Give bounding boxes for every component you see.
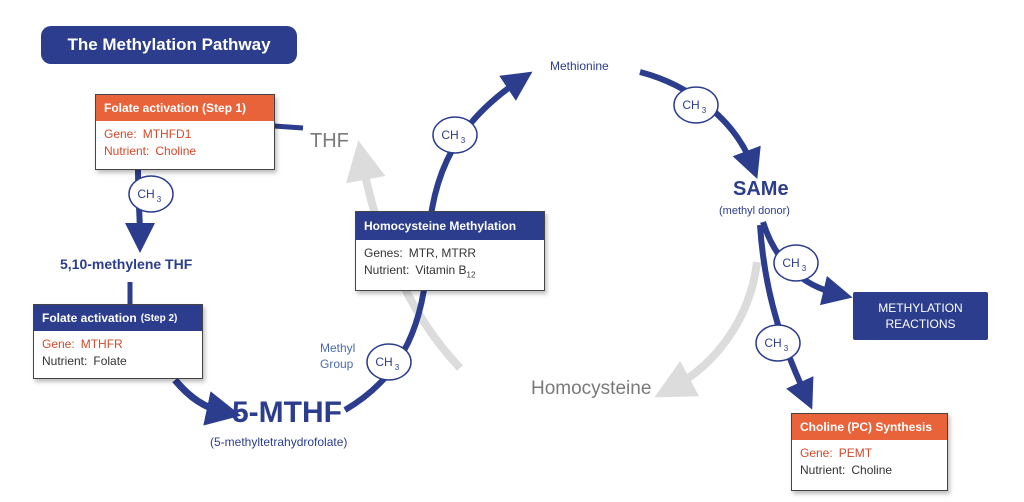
- nutrient-value-main: Vitamin B: [415, 263, 467, 277]
- nutrient-label: Nutrient:: [800, 463, 846, 477]
- methyl-group-label-line1: Methyl: [320, 341, 356, 355]
- methylene-thf-label: 5,10-methylene THF: [60, 256, 193, 272]
- svg-text:3: 3: [157, 195, 162, 204]
- nutrient-label: Nutrient:: [364, 263, 410, 277]
- nutrient-label: Nutrient:: [104, 144, 150, 158]
- gene-label: Gene:: [800, 446, 833, 460]
- svg-text:3: 3: [784, 344, 789, 353]
- ch3-bubble-methyl-group: CH 3: [366, 343, 412, 381]
- choline-synthesis-box: Choline (PC) Synthesis Gene: PEMT Nutrien…: [791, 413, 948, 491]
- folate-step2-header-main: Folate activation: [42, 311, 137, 325]
- same-to-homocysteine-arrow: [654, 261, 761, 398]
- svg-text:3: 3: [702, 106, 707, 115]
- svg-text:CH: CH: [782, 256, 799, 270]
- svg-text:3: 3: [802, 264, 807, 273]
- genes-value: MTR, MTRR: [408, 246, 477, 260]
- choline-synthesis-header: Choline (PC) Synthesis: [792, 414, 947, 440]
- same-sub-label: (methyl donor): [719, 205, 790, 217]
- svg-text:CH: CH: [764, 336, 781, 350]
- nutrient-label: Nutrient:: [42, 354, 88, 368]
- methionine-label: Methionine: [550, 59, 609, 73]
- ch3-bubble-same: CH 3: [673, 86, 719, 124]
- homocysteine-methylation-box: Homocysteine Methylation Genes: MTR, MTRR…: [355, 211, 545, 291]
- folate-step2-header: Folate activation (Step 2): [34, 305, 202, 331]
- nutrient-value: Folate: [93, 354, 127, 368]
- ch3-bubble-step1: CH 3: [128, 175, 174, 213]
- nutrient-value: Choline: [851, 463, 893, 477]
- methylation-reactions-box: METHYLATION REACTIONS: [853, 292, 988, 340]
- thf-label: THF: [310, 130, 349, 152]
- homocysteine-methylation-header: Homocysteine Methylation: [356, 212, 544, 240]
- gene-value: MTHFD1: [142, 127, 192, 141]
- 5mthf-full-label: (5-methyltetrahydrofolate): [210, 435, 348, 449]
- gene-label: Gene:: [42, 337, 75, 351]
- same-label: SAMe: [733, 178, 789, 200]
- folate-step1-box: Folate activation (Step 1) Gene: MTHFD1 N…: [95, 94, 275, 170]
- homocysteine-label: Homocysteine: [531, 378, 652, 399]
- ch3-bubble-methionine: CH 3: [432, 116, 478, 154]
- svg-text:3: 3: [395, 363, 400, 372]
- methyl-group-label-line2: Group: [320, 357, 354, 371]
- step1-to-thf-line: [273, 123, 304, 131]
- ch3-bubble-choline: CH 3: [755, 324, 801, 362]
- svg-text:3: 3: [461, 136, 466, 145]
- step2-to-5mthf-arrow: [172, 377, 242, 426]
- page-title: The Methylation Pathway: [41, 26, 297, 64]
- nutrient-value: Vitamin B12: [415, 262, 475, 283]
- ch3-bubble-methylation: CH 3: [773, 244, 819, 282]
- gene-value: MTHFR: [80, 337, 123, 351]
- gene-label: Gene:: [104, 127, 137, 141]
- nutrient-value-sub: 12: [466, 270, 476, 280]
- genes-label: Genes:: [364, 246, 403, 260]
- gene-value: PEMT: [838, 446, 873, 460]
- 5mthf-label: 5-MTHF: [232, 396, 342, 429]
- same-to-choline-arrow: [757, 224, 814, 410]
- svg-text:CH: CH: [441, 128, 458, 142]
- svg-text:CH: CH: [682, 98, 699, 112]
- folate-step1-header: Folate activation (Step 1): [96, 95, 274, 121]
- folate-step2-header-step: (Step 2): [140, 312, 178, 324]
- svg-text:CH: CH: [137, 187, 154, 201]
- folate-step2-box: Folate activation (Step 2) Gene: MTHFR Nu…: [33, 304, 203, 379]
- nutrient-value: Choline: [155, 144, 197, 158]
- svg-text:CH: CH: [375, 355, 392, 369]
